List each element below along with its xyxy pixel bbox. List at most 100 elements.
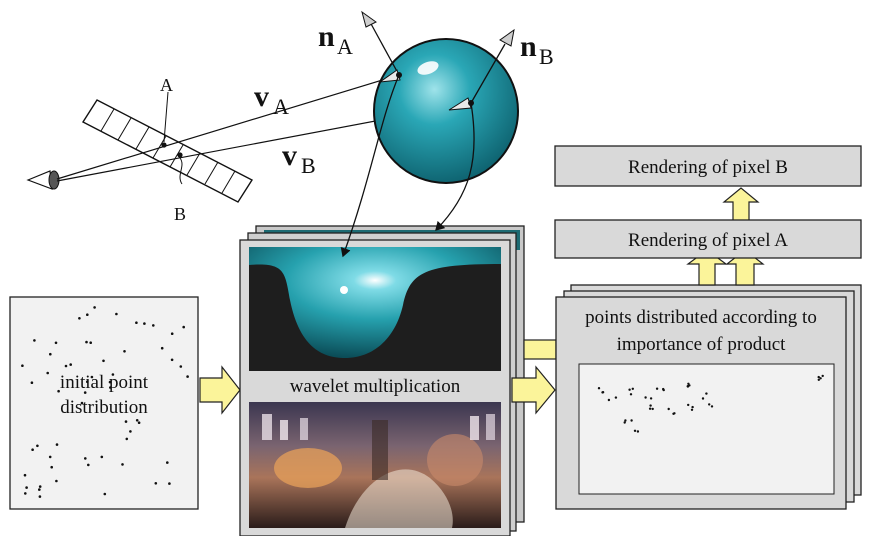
- product-point: [701, 397, 705, 400]
- product-points-box: [578, 363, 835, 495]
- product-point: [623, 421, 626, 424]
- svg-text:B: B: [539, 44, 554, 69]
- product-point: [821, 374, 824, 378]
- initial-point: [168, 482, 171, 485]
- initial-point: [50, 465, 53, 469]
- normal-a-label: n A: [318, 20, 353, 59]
- initial-point: [57, 389, 60, 393]
- product-point: [648, 407, 652, 410]
- initial-point-panel: initial point distribution: [9, 296, 199, 510]
- initial-point: [25, 486, 28, 489]
- initial-point: [55, 479, 58, 483]
- initial-point: [179, 365, 183, 368]
- point-b-label: B: [174, 204, 186, 224]
- initial-point: [78, 317, 81, 320]
- initial-point: [125, 437, 129, 441]
- image-plane: [81, 99, 254, 203]
- initial-point-label-line1: initial point: [60, 372, 149, 393]
- initial-point: [46, 371, 49, 375]
- initial-point: [23, 473, 27, 477]
- product-point: [690, 408, 694, 411]
- arrow-wavelet-to-product-upper: [523, 339, 557, 360]
- wavelet-label: wavelet multiplication: [290, 376, 461, 397]
- initial-point: [49, 352, 52, 356]
- initial-point: [54, 341, 58, 345]
- svg-text:n: n: [318, 20, 335, 53]
- initial-point: [121, 463, 124, 466]
- initial-point: [135, 321, 138, 325]
- initial-point: [123, 350, 126, 353]
- product-point: [633, 429, 637, 432]
- render-pixel-b-box: Rendering of pixel B: [554, 145, 862, 187]
- product-point: [651, 407, 654, 411]
- initial-point: [115, 312, 118, 316]
- svg-text:v: v: [282, 139, 297, 172]
- product-point: [817, 375, 820, 379]
- initial-point: [48, 455, 52, 459]
- svg-text:A: A: [273, 94, 289, 119]
- initial-point: [111, 373, 115, 376]
- initial-point: [38, 488, 41, 491]
- initial-point: [170, 358, 174, 362]
- render-pixel-a-label: Rendering of pixel A: [628, 230, 788, 251]
- view-cone-b: [448, 97, 474, 111]
- svg-text:v: v: [254, 80, 269, 113]
- svg-text:B: B: [301, 153, 316, 178]
- initial-point: [160, 346, 164, 350]
- product-point: [597, 387, 601, 390]
- environment-map-image: [249, 402, 501, 528]
- initial-point: [30, 381, 34, 385]
- initial-point: [31, 448, 34, 452]
- initial-point: [154, 482, 158, 485]
- sample-paths: [340, 74, 475, 258]
- initial-point: [143, 322, 146, 325]
- initial-point: [83, 391, 87, 394]
- initial-point: [38, 495, 42, 498]
- initial-point: [80, 401, 84, 405]
- render-pixel-a-box: Rendering of pixel A: [554, 219, 862, 259]
- product-label-line1: points distributed according to: [585, 307, 817, 328]
- initial-point: [137, 421, 141, 425]
- product-point: [644, 396, 647, 399]
- product-point: [817, 378, 820, 381]
- initial-point: [152, 324, 155, 327]
- initial-point: [124, 420, 128, 423]
- point-a-label: A: [160, 75, 173, 95]
- initial-point: [36, 444, 39, 448]
- product-point: [705, 392, 708, 395]
- pixel-markers: [161, 91, 183, 185]
- svg-text:n: n: [520, 30, 537, 63]
- initial-point: [129, 430, 132, 433]
- initial-point: [55, 443, 59, 446]
- product-point: [631, 387, 634, 390]
- product-point: [662, 388, 665, 392]
- normal-b-arrow: [470, 28, 515, 104]
- initial-point: [170, 332, 174, 336]
- product-point: [710, 405, 714, 408]
- initial-point: [85, 340, 88, 344]
- initial-point: [186, 375, 189, 378]
- product-point: [687, 382, 690, 385]
- normal-b-label: n B: [520, 30, 554, 69]
- product-point: [649, 404, 652, 407]
- initial-point: [38, 485, 42, 488]
- arrow-pixel-a-to-pixel-b: [722, 187, 760, 223]
- sphere: [373, 38, 519, 184]
- product-point: [819, 377, 822, 380]
- initial-point: [84, 457, 87, 460]
- product-point: [607, 398, 611, 402]
- initial-point: [86, 380, 89, 384]
- initial-point: [21, 364, 24, 368]
- initial-point: [108, 380, 112, 384]
- product-points: [597, 374, 824, 433]
- product-point: [628, 388, 631, 391]
- product-point: [629, 393, 633, 396]
- svg-text:A: A: [337, 34, 353, 59]
- initial-point: [103, 492, 107, 496]
- initial-points: [21, 306, 189, 498]
- product-point: [708, 403, 711, 406]
- initial-point: [182, 325, 185, 329]
- product-point: [687, 403, 690, 407]
- product-label-line2: importance of product: [617, 334, 787, 355]
